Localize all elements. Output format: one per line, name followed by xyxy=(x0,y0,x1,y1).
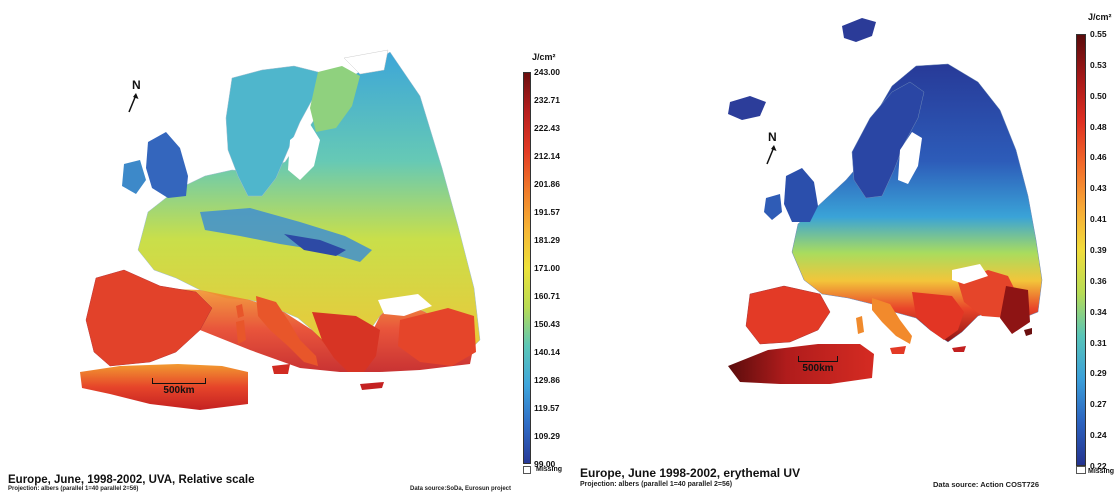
scandinavia xyxy=(851,81,925,199)
scale-bar-label: 500km xyxy=(802,363,834,374)
legend-tick-label: 0.31 xyxy=(1090,337,1107,348)
erythemal-map-projection: Projection: albers (parallel 1=40 parall… xyxy=(580,481,733,488)
uva-map xyxy=(80,49,481,410)
north-arrow-icon xyxy=(128,93,139,113)
uva-map-panel: N 500km J/cm² 243.00 232.71 222.43 212.14 20… xyxy=(8,49,562,492)
great-britain xyxy=(784,168,818,222)
baltic-sea xyxy=(288,124,320,180)
legend-tick-label: 160.71 xyxy=(534,291,560,301)
uva-map-projection: Projection: albers (parallel 1=40 parall… xyxy=(8,486,139,492)
legend-tick-label: 140.14 xyxy=(534,347,560,357)
sardinia xyxy=(236,320,246,344)
legend-tick-label: 0.46 xyxy=(1090,152,1107,163)
legend-colorbar xyxy=(523,72,531,464)
east-hotspot xyxy=(1000,286,1030,334)
italy xyxy=(256,296,318,366)
north-africa xyxy=(80,364,248,410)
north-arrow-icon xyxy=(766,145,777,165)
corsica xyxy=(236,304,244,318)
iberia xyxy=(745,285,831,345)
finland xyxy=(310,66,360,132)
uva-legend: J/cm² 243.00 232.71 222.43 212.14 201.86 191.… xyxy=(520,52,570,492)
erythemal-map-panel: N 500km J/cm² 0.55 0.53 0.50 0.48 0.46 0.43 0.… xyxy=(560,0,1117,492)
legend-tick-label: 212.14 xyxy=(534,151,560,161)
north-label: N xyxy=(768,130,777,144)
legend-colorbar xyxy=(1076,34,1086,466)
scale-bar: 500km xyxy=(152,378,206,396)
balkans xyxy=(912,292,964,340)
erythemal-map-title: Europe, June 1998-2002, erythemal UV xyxy=(580,466,801,480)
uva-map-title: Europe, June, 1998-2002, UVA, Relative s… xyxy=(8,474,255,486)
iberia xyxy=(85,269,213,367)
sicily xyxy=(890,346,906,354)
erythemal-map-source: Data source: Action COST726 xyxy=(933,480,1039,489)
north-africa xyxy=(728,344,874,384)
legend-missing-swatch xyxy=(523,466,531,474)
scandinavia xyxy=(225,65,327,197)
legend-tick-label: 222.43 xyxy=(534,123,560,133)
crete xyxy=(952,346,966,352)
top-cap-white xyxy=(343,49,389,75)
legend-tick-label: 0.50 xyxy=(1090,90,1107,101)
north-arrow: N xyxy=(126,78,141,114)
legend-tick-label: 0.43 xyxy=(1090,183,1107,194)
ireland xyxy=(122,160,146,194)
legend-missing-swatch xyxy=(1076,466,1086,474)
legend-tick-label: 0.55 xyxy=(1090,29,1107,39)
scale-bar-label: 500km xyxy=(163,385,195,396)
legend-tick-label: 243.00 xyxy=(534,67,560,77)
legend-tick-label: 0.39 xyxy=(1090,245,1107,255)
legend-tick-label: 99.00 xyxy=(534,459,556,469)
legend-tick-label: 150.43 xyxy=(534,319,560,329)
crete xyxy=(360,382,384,390)
great-britain xyxy=(146,132,188,198)
legend-unit: J/cm² xyxy=(1088,12,1112,22)
legend-tick-label: 171.00 xyxy=(534,263,560,273)
legend-tick-label: 181.29 xyxy=(534,235,560,245)
scale-bar: 500km xyxy=(798,356,838,374)
central-min-band xyxy=(284,234,346,256)
turkey xyxy=(398,308,476,366)
erythemal-map xyxy=(728,18,1043,384)
legend-missing-label: Missing xyxy=(536,466,563,473)
legend-tick-label: 0.24 xyxy=(1090,430,1107,441)
legend-tick-label: 191.57 xyxy=(534,207,560,217)
ireland xyxy=(764,194,782,220)
north-label: N xyxy=(132,78,141,92)
legend-tick-label: 0.48 xyxy=(1090,121,1107,132)
legend-tick-label: 109.29 xyxy=(534,431,560,441)
legend-tick-label: 0.36 xyxy=(1090,275,1107,286)
iceland xyxy=(728,96,766,120)
cyprus xyxy=(1024,328,1032,336)
legend-tick-label: 129.86 xyxy=(534,375,560,385)
black-sea xyxy=(378,294,432,316)
black-sea xyxy=(952,264,988,284)
legend-tick-label: 0.29 xyxy=(1090,368,1107,379)
legend-tick-label: 0.41 xyxy=(1090,214,1107,225)
scale-bar-line xyxy=(152,378,206,384)
sicily xyxy=(272,364,290,374)
svalbard xyxy=(842,18,876,42)
sardinia xyxy=(856,316,864,334)
erythemal-legend: J/cm² 0.55 0.53 0.50 0.48 0.46 0.43 0.41 0.39 0.… xyxy=(1068,8,1117,478)
legend-missing-label: Missing xyxy=(1088,468,1115,475)
legend-tick-label: 201.86 xyxy=(534,179,560,189)
legend-tick-label: 0.53 xyxy=(1090,59,1107,70)
legend-tick-label: 0.22 xyxy=(1090,461,1107,471)
scale-bar-line xyxy=(798,356,838,362)
legend-unit: J/cm² xyxy=(532,52,556,62)
italy xyxy=(872,298,912,344)
north-arrow: N xyxy=(764,130,778,166)
legend-tick-label: 0.34 xyxy=(1090,306,1107,317)
balkans xyxy=(312,312,380,372)
legend-tick-label: 232.71 xyxy=(534,95,560,105)
legend-tick-label: 0.27 xyxy=(1090,399,1107,410)
legend-tick-label: 119.57 xyxy=(534,403,560,413)
uva-map-source: Data source:SoDa, Eurosun project xyxy=(410,486,512,492)
baltic-sea xyxy=(898,132,922,184)
